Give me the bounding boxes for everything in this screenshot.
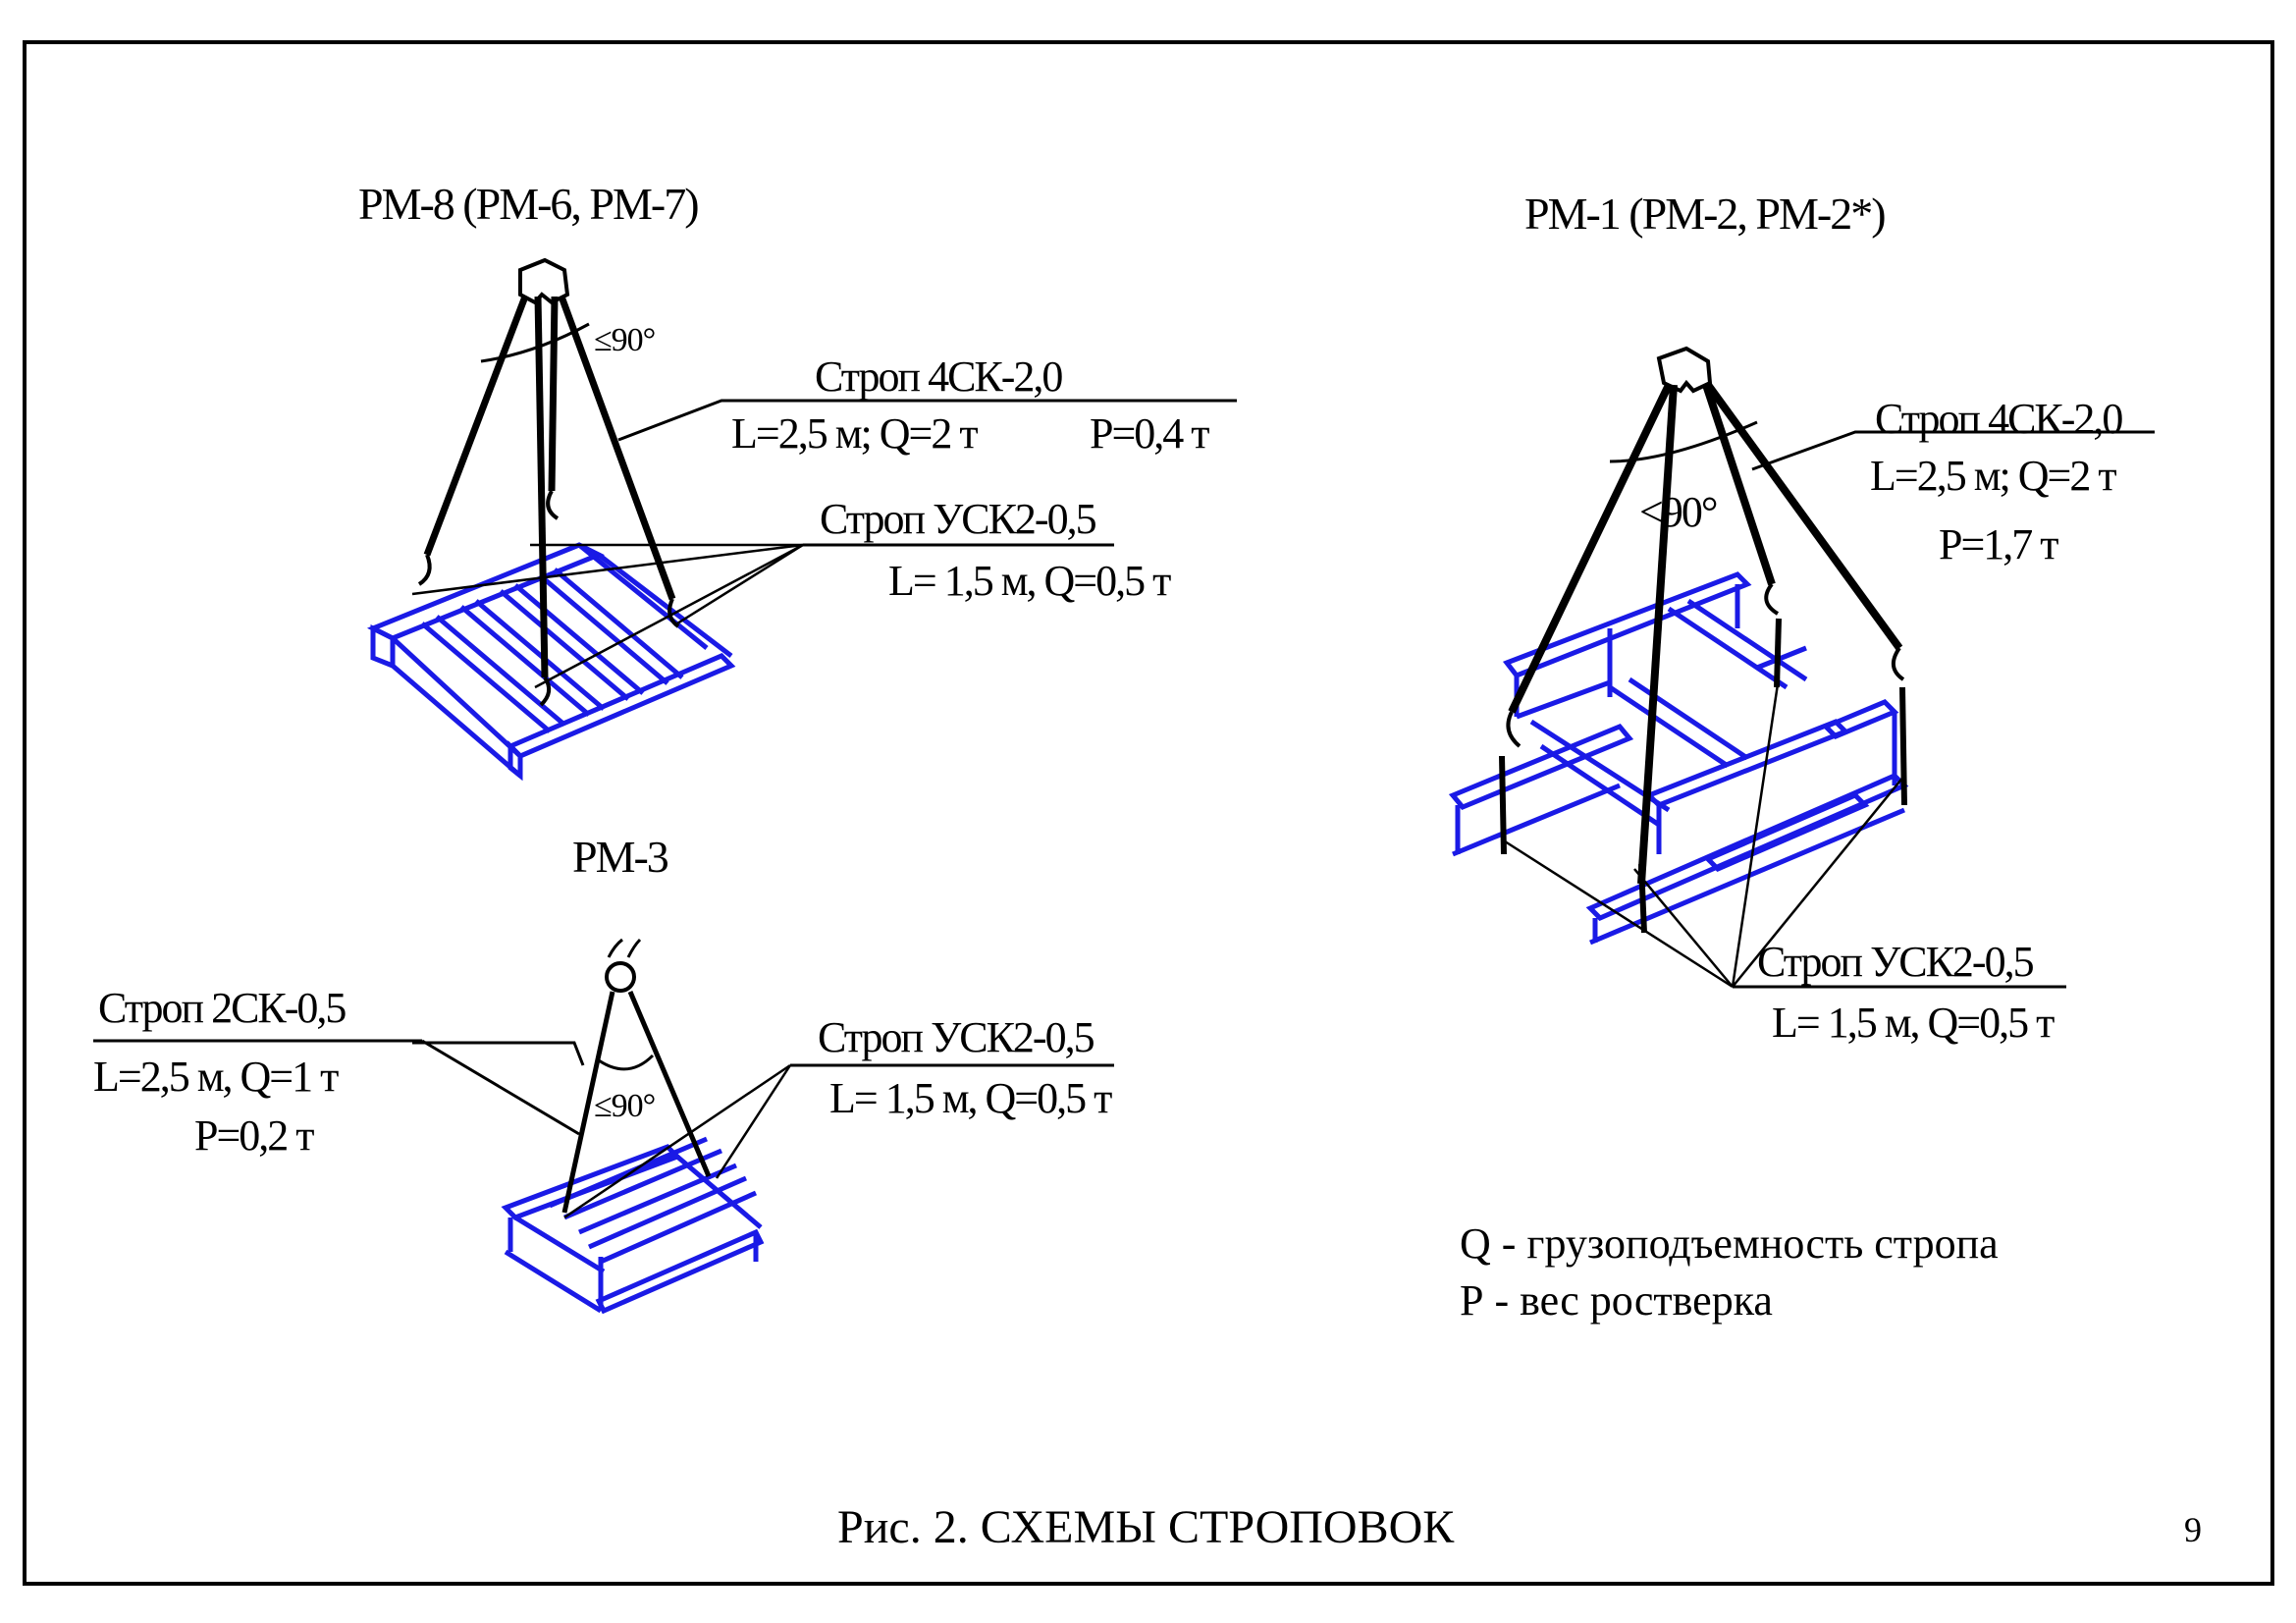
rm1-aux-sling-params: L= 1,5 м, Q=0,5 т xyxy=(1772,999,2055,1047)
rm8-weight: Р=0,4 т xyxy=(1090,409,1210,458)
rm8-drawing xyxy=(366,257,1237,782)
rm1-title: РМ-1 (РМ-2, РМ-2*) xyxy=(1524,189,1887,239)
rm1-main-sling-params: L=2,5 м; Q=2 т xyxy=(1870,452,2117,500)
rm1-weight: Р=1,7 т xyxy=(1939,520,2059,568)
page-number: 9 xyxy=(2184,1510,2202,1549)
rm3-angle-label: ≤90° xyxy=(594,1088,656,1124)
legend-p: Р - вес ростверка xyxy=(1460,1276,1773,1325)
rm3-aux-sling-name: Строп УСК2-0,5 xyxy=(818,1013,1095,1061)
rm1-drawing xyxy=(1448,346,2155,989)
rm1-angle-label: <90° xyxy=(1639,488,1718,536)
rm3-slings xyxy=(412,938,1114,1219)
rm8-aux-sling-name: Строп УСК2-0,5 xyxy=(820,495,1097,543)
rm1-main-sling-name: Строп 4СК-2,0 xyxy=(1875,395,2123,443)
rm1-aux-sling-name: Строп УСК2-0,5 xyxy=(1757,938,2035,986)
rm1-grillage xyxy=(1448,571,1909,946)
rm8-slings xyxy=(411,257,1237,707)
rm3-drawing xyxy=(412,938,1114,1315)
rm8-title: РМ-8 (РМ-6, РМ-7) xyxy=(358,179,700,229)
rm3-aux-sling-params: L= 1,5 м, Q=0,5 т xyxy=(829,1074,1112,1122)
rm3-main-sling-params: L=2,5 м, Q=1 т xyxy=(93,1053,339,1101)
rm3-main-sling-name: Строп 2СК-0,5 xyxy=(98,984,347,1032)
rm8-main-sling-params: L=2,5 м; Q=2 т xyxy=(731,409,979,458)
rm3-weight: Р=0,2 т xyxy=(194,1111,315,1160)
drawing-frame xyxy=(23,40,2274,1586)
rm8-main-sling-name: Строп 4СК-2,0 xyxy=(815,352,1063,401)
figure-caption: Рис. 2. СХЕМЫ СТРОПОВОК xyxy=(837,1501,1455,1553)
rm8-angle-label: ≤90° xyxy=(594,322,656,358)
rm8-aux-sling-params: L= 1,5 м, Q=0,5 т xyxy=(888,557,1171,605)
legend-q: Q - грузоподъемность стропа xyxy=(1460,1219,1999,1268)
rm8-grillage xyxy=(366,542,736,782)
rm3-main-leader xyxy=(421,1039,580,1136)
rm3-title: РМ-3 xyxy=(572,832,669,882)
rm1-slings xyxy=(1499,346,2155,989)
rm3-grillage xyxy=(501,1136,765,1315)
